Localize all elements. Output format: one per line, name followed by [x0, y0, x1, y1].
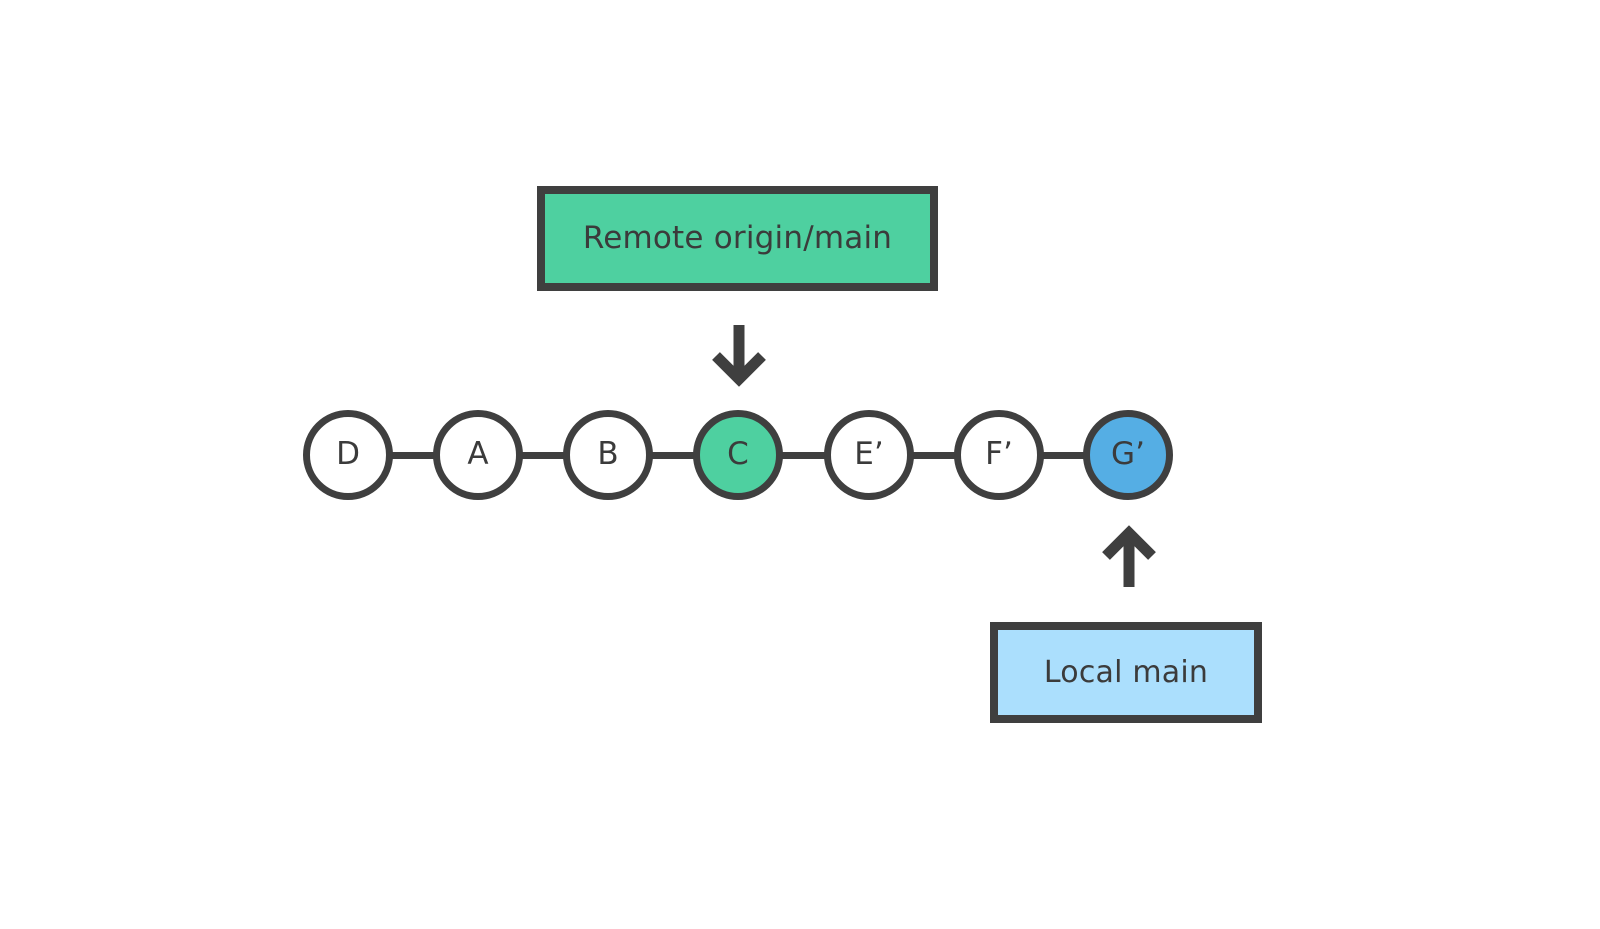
- commit-node-c[interactable]: C: [693, 410, 783, 500]
- commit-node-g-prime[interactable]: G’: [1083, 410, 1173, 500]
- connector-d-a: [392, 452, 436, 459]
- commit-node-b[interactable]: B: [563, 410, 653, 500]
- commit-label-g-prime: G’: [1111, 435, 1145, 472]
- commit-node-e-prime[interactable]: E’: [824, 410, 914, 500]
- local-branch-label: Local main: [1043, 654, 1209, 690]
- commit-label-e-prime: E’: [854, 435, 884, 472]
- connector-e-f: [913, 452, 957, 459]
- commit-label-c: C: [727, 435, 749, 472]
- connector-b-c: [652, 452, 696, 459]
- commit-node-f-prime[interactable]: F’: [954, 410, 1044, 500]
- local-to-g-arrow-up-icon: [1102, 525, 1156, 587]
- commit-label-f-prime: F’: [985, 435, 1013, 472]
- remote-to-c-arrow-down-icon: [712, 325, 766, 387]
- commit-label-d: D: [336, 435, 360, 472]
- connector-f-g: [1043, 452, 1087, 459]
- local-branch-box: Local main: [990, 622, 1262, 723]
- remote-branch-label: Remote origin/main: [582, 220, 893, 256]
- commit-label-a: A: [467, 435, 489, 472]
- commit-label-b: B: [597, 435, 619, 472]
- connector-c-e: [782, 452, 827, 459]
- commit-node-a[interactable]: A: [433, 410, 523, 500]
- connector-a-b: [522, 452, 566, 459]
- remote-branch-box: Remote origin/main: [537, 186, 938, 291]
- commit-node-d[interactable]: D: [303, 410, 393, 500]
